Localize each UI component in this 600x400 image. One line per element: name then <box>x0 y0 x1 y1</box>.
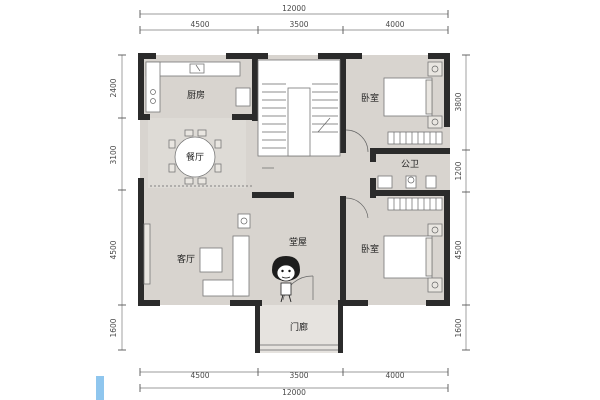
staircase-icon <box>257 59 341 169</box>
entrance-door-icon <box>282 275 314 301</box>
right-segment-3: 4500 <box>454 240 463 259</box>
room-label-bathroom: 公卫 <box>401 159 419 170</box>
right-dimensions: 3800 1200 4500 1600 <box>454 54 470 351</box>
left-segment-1: 2400 <box>109 78 118 97</box>
coffee-table-icon <box>199 247 223 273</box>
top-segment-1: 4500 <box>190 20 209 29</box>
walls <box>138 53 450 353</box>
meme-sticker-icon <box>272 256 300 303</box>
room-label-bedroom-bottom: 卧室 <box>361 243 379 255</box>
room-label-living: 客厅 <box>177 253 195 265</box>
top-total-label: 12000 <box>282 4 306 13</box>
room-label-bedroom-top: 卧室 <box>361 92 379 104</box>
bed-icon-top <box>383 77 433 117</box>
dining-table-icon <box>174 136 216 178</box>
right-segment-1: 3800 <box>454 92 463 111</box>
top-segment-3: 4000 <box>385 20 404 29</box>
bottom-total-label: 12000 <box>282 388 306 397</box>
left-segment-4: 1600 <box>109 318 118 337</box>
bottom-segment-2: 3500 <box>289 371 308 380</box>
left-segment-3: 4500 <box>109 240 118 259</box>
porch: 门廊 <box>260 321 338 351</box>
top-segment-2: 3500 <box>289 20 308 29</box>
room-label-dining: 餐厅 <box>186 151 204 163</box>
living-room: 客厅 堂屋 <box>143 213 307 297</box>
room-label-porch: 门廊 <box>290 321 308 333</box>
stove-icon <box>189 63 205 74</box>
room-label-hall: 堂屋 <box>289 236 307 248</box>
dining-area: 餐厅 <box>150 129 252 187</box>
left-dimensions: 2400 3100 4500 1600 <box>109 54 126 351</box>
bottom-dimensions: 4500 3500 4000 12000 <box>139 368 449 397</box>
bed-icon-bottom <box>383 235 433 279</box>
kitchen: 厨房 <box>145 61 251 113</box>
right-segment-2: 1200 <box>454 161 463 180</box>
left-segment-2: 3100 <box>109 145 118 164</box>
toilet-icon <box>405 175 417 189</box>
top-dimensions: 12000 4500 3500 4000 <box>139 4 449 34</box>
bottom-segment-1: 4500 <box>190 371 209 380</box>
bathroom: 公卫 <box>377 159 437 189</box>
corner-accent-mark <box>96 376 104 400</box>
bottom-segment-3: 4000 <box>385 371 404 380</box>
bedroom-bottom: 卧室 <box>345 197 443 293</box>
right-segment-4: 1600 <box>454 318 463 337</box>
bedroom-top: 卧室 <box>345 61 443 153</box>
room-label-kitchen: 厨房 <box>187 89 205 101</box>
